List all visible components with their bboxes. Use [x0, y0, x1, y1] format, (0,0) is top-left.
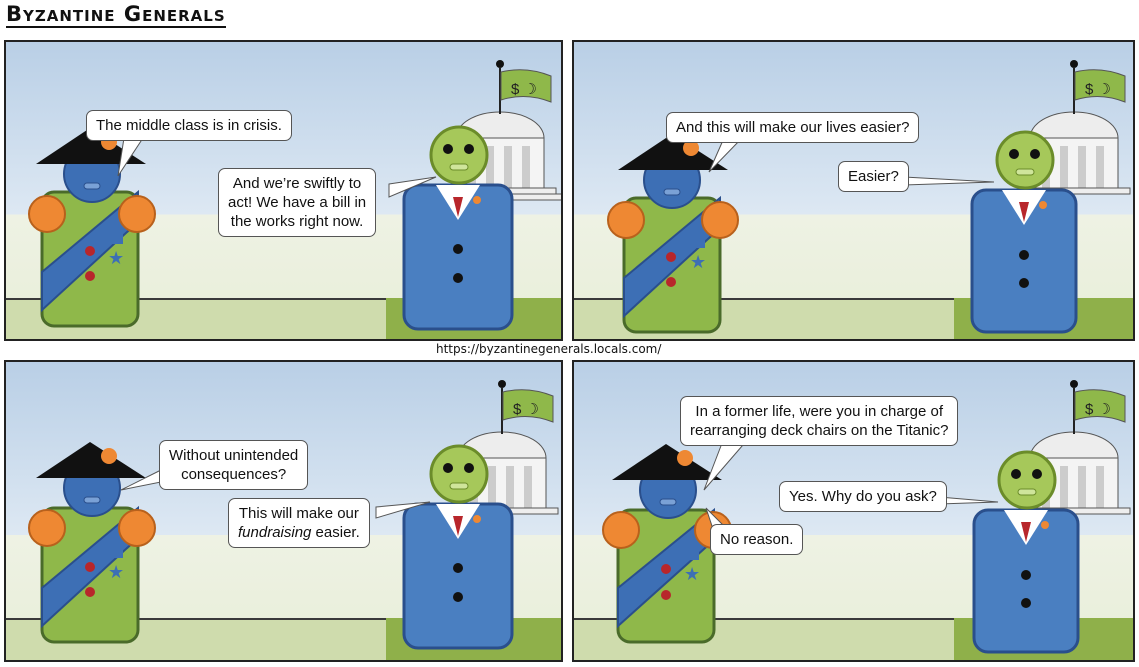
comic-url: https://byzantinegenerals.locals.com/: [436, 342, 662, 356]
money-flag-icon: $ ☽: [1074, 69, 1126, 103]
svg-text:$ ☽: $ ☽: [513, 401, 539, 418]
speech-bubble-general: The middle class is in crisis.: [86, 110, 292, 141]
speech-bubble-politician: And we’re swiftly to act! We have a bill…: [218, 168, 377, 237]
panel-1: $ ☽ ★: [4, 40, 563, 341]
general-character: ★: [28, 128, 156, 328]
panel-2: $ ☽ ★ And this will m: [572, 40, 1135, 341]
speech-bubble-general: In a former life, were you in charge of …: [680, 396, 959, 446]
svg-text:$ ☽: $ ☽: [1085, 81, 1111, 98]
comic-title: Byzantine Generals: [6, 2, 226, 28]
panel-2-scene: $ ☽ ★: [574, 60, 1133, 339]
general-character: ★: [28, 442, 156, 644]
panel-3: $ ☽ ★ Without un: [4, 360, 563, 662]
speech-bubble-general: Without unintended consequences?: [159, 440, 309, 490]
politician-character: [970, 130, 1078, 334]
speech-bubble-general: And this will make our lives easier?: [666, 112, 920, 143]
panel-3-scene: $ ☽ ★: [6, 380, 561, 660]
politician-character: [972, 450, 1080, 654]
politician-character: [402, 444, 514, 650]
panel-1-scene: $ ☽ ★: [6, 60, 561, 339]
general-character: ★: [607, 134, 739, 334]
money-flag-icon: $ ☽: [500, 69, 552, 103]
money-flag-icon: $ ☽: [502, 389, 554, 423]
panel-4: $ ☽ ★ In a: [572, 360, 1135, 662]
speech-bubble-general-reply: No reason.: [710, 524, 804, 555]
svg-text:★: ★: [108, 248, 124, 268]
svg-text:★: ★: [690, 252, 706, 272]
svg-text:★: ★: [684, 564, 700, 584]
speech-bubble-politician: This will make our fundraising easier.: [228, 498, 370, 548]
speech-bubble-politician: Easier?: [838, 161, 909, 192]
money-flag-icon: $ ☽: [1074, 389, 1126, 423]
svg-text:$ ☽: $ ☽: [511, 81, 537, 98]
politician-character: [402, 125, 514, 331]
speech-bubble-politician: Yes. Why do you ask?: [779, 481, 947, 512]
svg-text:$ ☽: $ ☽: [1085, 401, 1111, 418]
svg-text:★: ★: [108, 562, 124, 582]
